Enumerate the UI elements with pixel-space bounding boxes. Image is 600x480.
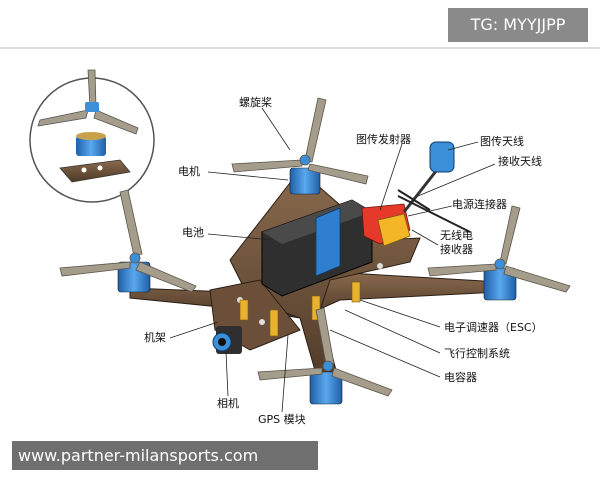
- leader-lines: [169, 107, 496, 413]
- label-motor: 电机: [178, 165, 200, 178]
- label-camera: 相机: [217, 397, 239, 410]
- video-transmitter: [361, 203, 411, 247]
- motors: [117, 167, 517, 405]
- label-esc: 电子调速器（ESC）: [444, 321, 543, 334]
- label-battery: 电池: [182, 226, 204, 239]
- label-video-antenna: 图传天线: [480, 135, 524, 148]
- label-rx-antenna: 接收天线: [498, 155, 542, 168]
- label-frame: 机架: [144, 331, 166, 344]
- label-gps: GPS 模块: [258, 413, 306, 426]
- watermark-site: www.partner-milansports.com: [12, 441, 318, 470]
- rx-antenna: [397, 189, 471, 233]
- label-propeller: 螺旋桨: [239, 96, 272, 109]
- camera: [212, 326, 242, 354]
- label-power-connector: 电源连接器: [452, 198, 507, 211]
- label-capacitor: 电容器: [444, 371, 477, 384]
- video-antenna: [402, 141, 455, 213]
- label-receiver-line1: 无线电: [440, 229, 473, 242]
- standoffs: [239, 281, 361, 337]
- propellers: [59, 97, 571, 397]
- battery: [261, 199, 373, 297]
- inset-detail: [29, 69, 155, 203]
- label-video-transmitter: 图传发射器: [356, 133, 411, 146]
- label-receiver-line2: 接收器: [440, 243, 473, 256]
- watermark-tag: TG: MYYJJPP: [448, 8, 588, 42]
- label-flight-controller: 飞行控制系统: [444, 347, 510, 360]
